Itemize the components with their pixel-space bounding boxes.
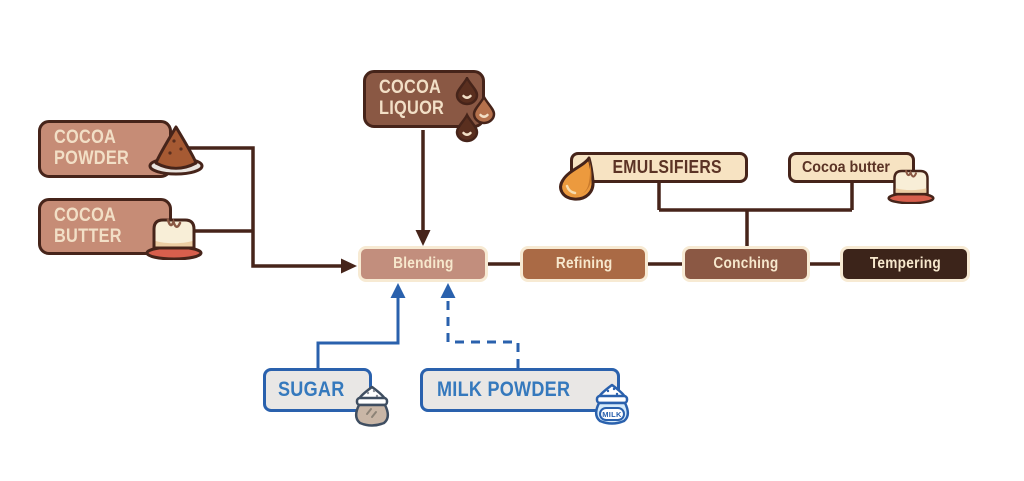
milk-powder-label: MILK POWDER [437, 378, 571, 401]
emulsifiers-label: EMULSIFIERS [612, 157, 722, 177]
cocoa-liquor-label: COCOA LIQUOR [379, 77, 455, 120]
sugar-label: SUGAR [278, 378, 345, 401]
sugar-node: SUGAR [263, 368, 390, 427]
emulsifiers-node: EMULSIFIERS [559, 152, 748, 201]
arrowhead-milk-powder [440, 283, 456, 298]
emulsifier-drop-icon [559, 156, 595, 201]
step-conching-label: Conching [713, 255, 779, 272]
step-refining-label: Refining [555, 255, 613, 272]
cocoa-powder-icon [148, 125, 204, 176]
step-tempering-label: Tempering [869, 255, 941, 272]
emulsifiers-cocoa-butter-connector [657, 183, 854, 246]
cocoa-butter-late-label: Cocoa butter [802, 158, 890, 176]
process-step-conching: Conching [682, 246, 810, 282]
butter-stick-icon [887, 169, 935, 204]
cocoa-powder-line2: POWDER [54, 148, 130, 169]
cocoa-butter-node: COCOA BUTTER [38, 198, 203, 260]
arrowhead-into-blending-left [341, 258, 357, 274]
cocoa-butter-line1: COCOA [54, 204, 117, 226]
step-blending-label: Blending [392, 255, 454, 272]
milk-powder-node: MILK POWDER MILK [420, 368, 630, 425]
process-step-refining: Refining [520, 246, 648, 282]
butter-stick-icon [145, 218, 203, 260]
process-step-blending: Blending [358, 246, 488, 282]
sugar-bag-icon [354, 385, 390, 427]
cocoa-butter-late-node: Cocoa butter [788, 152, 935, 204]
cocoa-powder-line1: COCOA [54, 127, 117, 149]
milk-powder-connector-dashed [446, 297, 520, 368]
arrowhead-sugar [390, 283, 406, 298]
arrowhead-into-blending-top [415, 230, 431, 246]
cocoa-liquor-node: COCOA LIQUOR [363, 70, 496, 143]
milk-bag-text: MILK [602, 410, 622, 419]
cocoa-powder-connector [185, 146, 341, 268]
cocoa-powder-label: COCOA POWDER [54, 127, 141, 170]
cocoa-butter-label: COCOA BUTTER [54, 204, 133, 248]
cocoa-powder-node: COCOA POWDER [38, 120, 204, 178]
process-step-tempering: Tempering [840, 246, 970, 282]
sugar-connector-solid [316, 297, 400, 368]
liquor-drops-icon [455, 77, 496, 143]
milk-bag-icon: MILK [594, 383, 630, 425]
cocoa-liquor-line2: LIQUOR [379, 98, 445, 119]
cocoa-liquor-line1: COCOA [379, 77, 442, 99]
cocoa-butter-line2: BUTTER [54, 225, 122, 247]
